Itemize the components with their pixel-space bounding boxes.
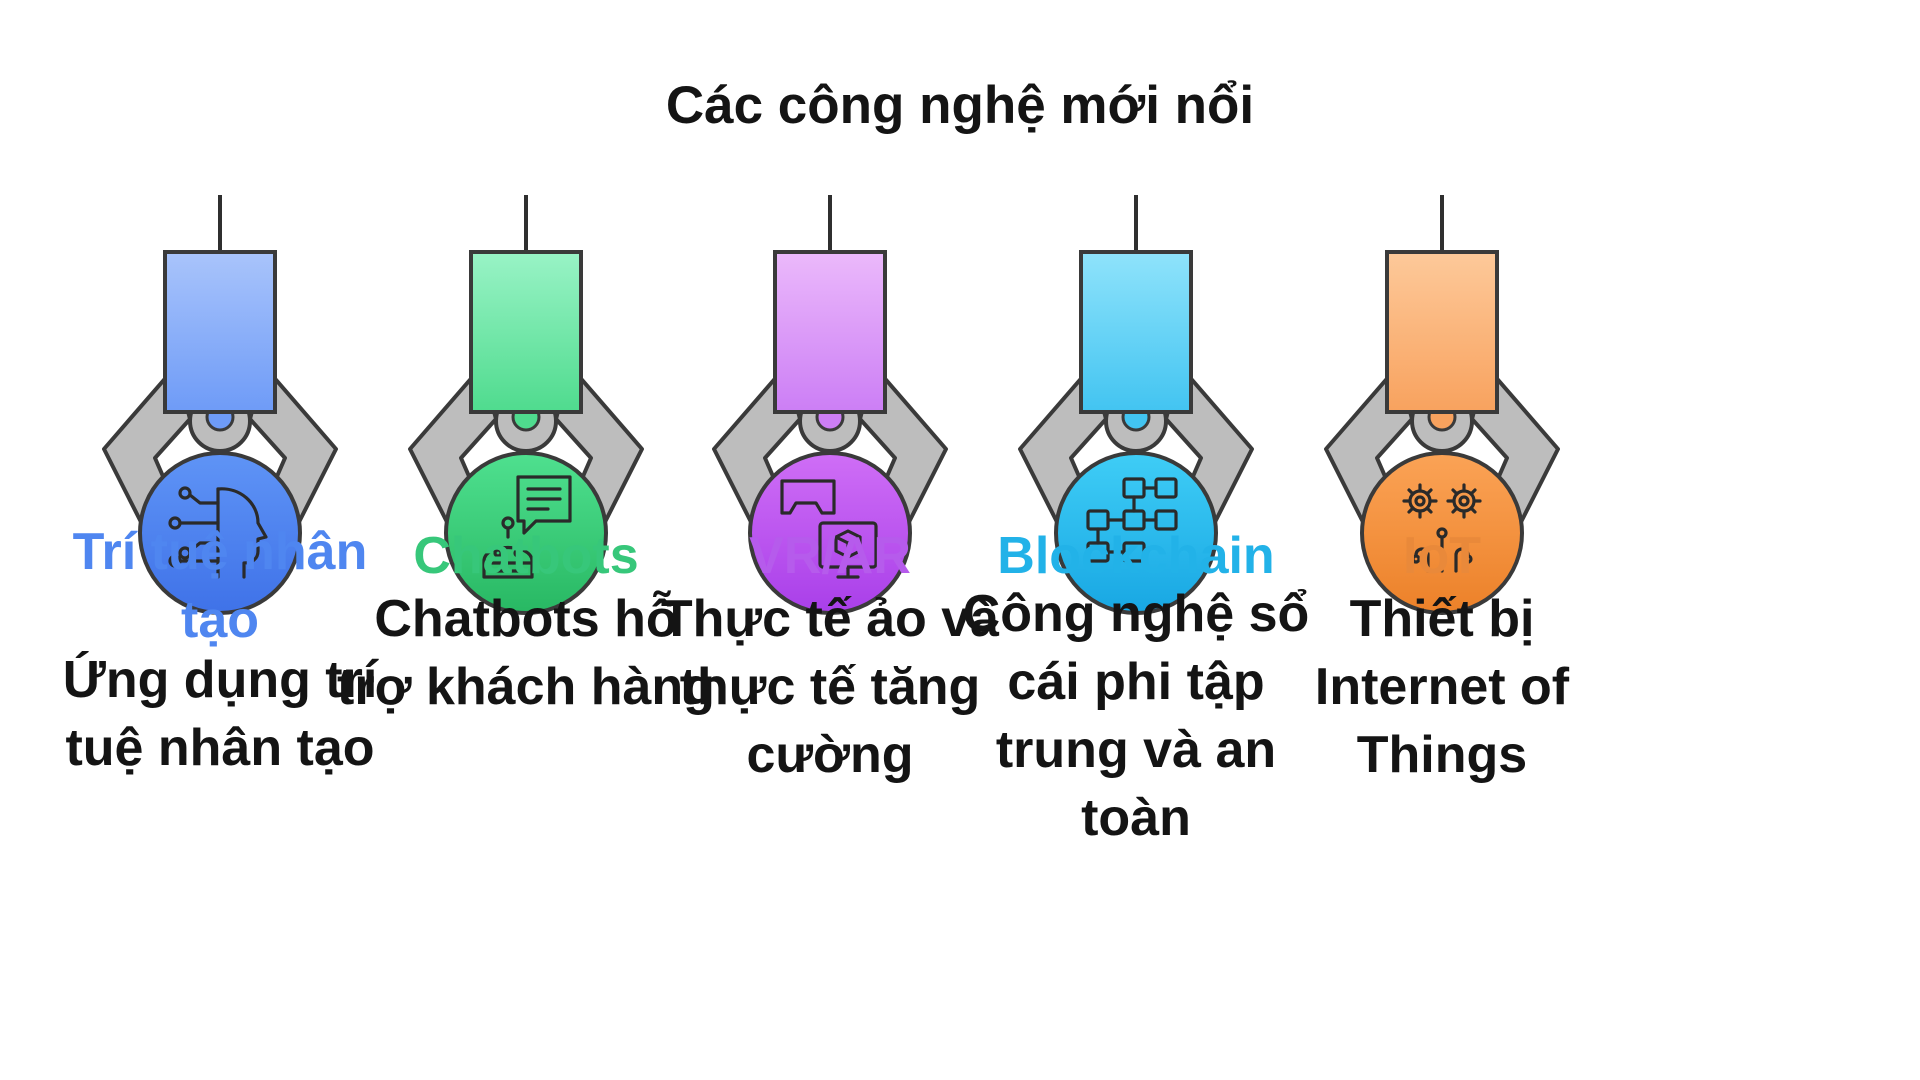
technology-description: Công nghệ sổ cái phi tập trung và an toà… — [962, 585, 1310, 847]
claw-block — [773, 250, 887, 414]
technology-label: VR/AR — [749, 527, 911, 585]
technology-description: Chatbots hỗ trợ khách hàng — [337, 590, 715, 716]
vr-ar-icon — [780, 479, 878, 579]
claw-graphic — [102, 195, 338, 615]
claw-graphic — [712, 195, 948, 615]
technology-description: Ứng dụng trí tuệ nhân tạo — [62, 651, 378, 777]
technology-label: Blockchain — [997, 527, 1275, 585]
technology-description: Thực tế ảo và thực tế tăng cường — [660, 590, 1000, 784]
claw-graphic — [1018, 195, 1254, 615]
technology-description: Thiết bị Internet of Things — [1314, 590, 1570, 784]
claw-ball — [748, 451, 912, 615]
technology-column-3: VR/AR Thực tế ảo và thực tế tăng cường — [640, 0, 1020, 1080]
technology-column-5: IoT Thiết bị Internet of Things — [1252, 0, 1632, 1080]
claw-graphic — [1324, 195, 1560, 615]
technology-column-1: Trí tuệ nhân tạo Ứng dụng trí tuệ nhân t… — [30, 0, 410, 1080]
technology-label: Chatbots — [413, 527, 639, 585]
claw-ball — [1360, 451, 1524, 615]
technology-label: Trí tuệ nhân tạo — [72, 523, 368, 649]
technology-label: IoT — [1403, 527, 1481, 585]
diagram-title: Các công nghệ mới nổi — [665, 76, 1255, 135]
chatbot-icon — [482, 475, 572, 579]
technology-column-4: Blockchain Công nghệ sổ cái phi tập trun… — [946, 0, 1326, 1080]
claw-block — [1385, 250, 1499, 414]
claw-block — [1079, 250, 1193, 414]
claw-block — [469, 250, 583, 414]
claw-block — [163, 250, 277, 414]
blockchain-icon — [1086, 477, 1178, 563]
ai-head-icon — [168, 486, 268, 579]
iot-icon — [1402, 483, 1482, 573]
claw-graphic — [408, 195, 644, 615]
technology-column-2: Chatbots Chatbots hỗ trợ khách hàng — [336, 0, 716, 1080]
